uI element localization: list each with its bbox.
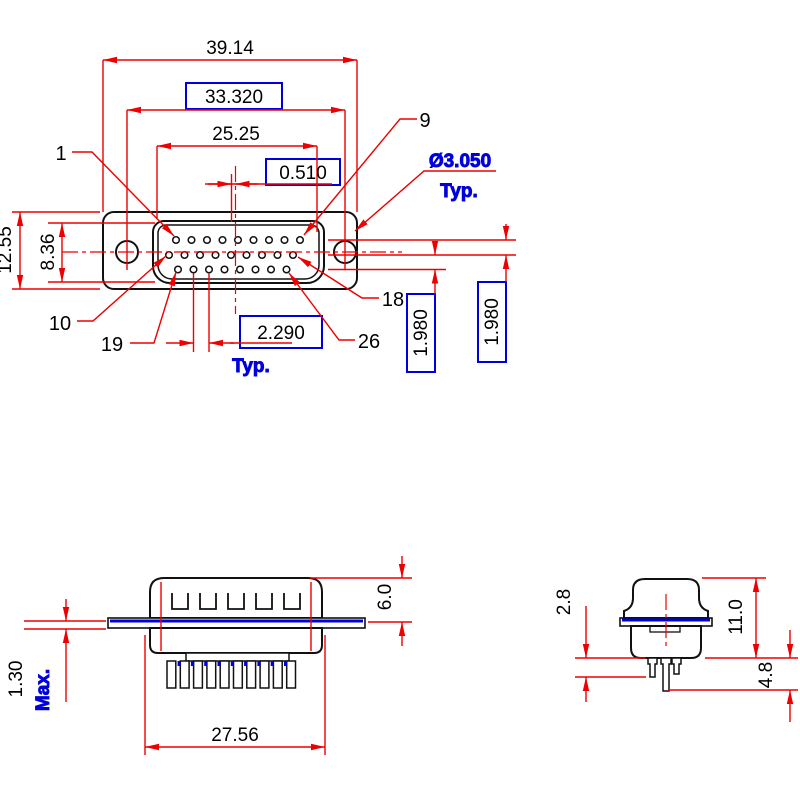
rear-pin-highlight bbox=[270, 661, 274, 666]
pin-contact bbox=[233, 235, 243, 245]
leader-pin-9 bbox=[303, 118, 417, 236]
side-pin-comb bbox=[166, 660, 297, 689]
pin-contact bbox=[171, 235, 181, 245]
side-view bbox=[107, 577, 366, 689]
leader-pin-26 bbox=[288, 272, 355, 341]
end-insert-step bbox=[649, 625, 681, 633]
dim-flange-height: 12.55 bbox=[0, 226, 16, 274]
shell-slots bbox=[171, 593, 301, 610]
leader-pin-19 bbox=[130, 271, 177, 344]
rear-pin-highlight bbox=[190, 661, 195, 666]
dim-row-offset: 0.510 bbox=[279, 163, 327, 184]
row-offset-box bbox=[265, 158, 341, 186]
pin-contact bbox=[202, 235, 212, 245]
annotations: 39.14 33.320 25.25 0.510 2.290 12.55 8.3… bbox=[0, 38, 777, 746]
pin-contact bbox=[282, 265, 291, 274]
side-insulator-step bbox=[185, 652, 290, 662]
dim-row-pitch-left: 1.980 bbox=[411, 309, 432, 357]
pin-contact bbox=[280, 235, 289, 245]
end-pin-right bbox=[671, 657, 682, 675]
pin-contact bbox=[180, 250, 189, 260]
dim-shell-height: 6.0 bbox=[375, 584, 396, 610]
end-pin-left bbox=[647, 657, 658, 678]
d-shell-inner bbox=[157, 224, 320, 280]
solder-pin bbox=[285, 660, 297, 689]
pin-contact bbox=[187, 235, 196, 245]
pin-contact bbox=[164, 250, 174, 260]
solder-pin bbox=[232, 660, 244, 689]
solder-pin bbox=[179, 660, 190, 689]
pin-pitch-note: Typ. bbox=[232, 356, 270, 377]
solder-pin bbox=[166, 660, 177, 689]
dim-insert-height: 8.36 bbox=[38, 234, 59, 271]
pin-contact bbox=[251, 265, 260, 274]
side-shell bbox=[149, 577, 323, 619]
dim-total-height: 11.0 bbox=[726, 599, 747, 635]
solder-pin bbox=[192, 660, 204, 689]
leader-hole-diameter bbox=[354, 170, 496, 232]
side-body bbox=[149, 627, 323, 654]
dim-hole-spacing: 33.320 bbox=[205, 87, 263, 108]
pin-label-1: 1 bbox=[55, 143, 66, 165]
solder-pin bbox=[246, 660, 257, 689]
pin-contact bbox=[249, 235, 258, 245]
row-pitch-left-box bbox=[406, 293, 436, 373]
pin-label-19: 19 bbox=[101, 334, 123, 356]
pin-contact bbox=[226, 250, 236, 260]
front-view-dimensions bbox=[12, 56, 516, 352]
solder-pin bbox=[259, 660, 270, 689]
dim-overall-width: 39.14 bbox=[206, 38, 254, 59]
end-pin-center bbox=[660, 657, 672, 692]
hole-diameter-note: Typ. bbox=[440, 181, 478, 202]
dim-insert-width: 25.25 bbox=[212, 124, 260, 145]
side-view-dimensions bbox=[24, 556, 412, 755]
end-view-dimensions bbox=[575, 577, 798, 722]
pin-contact bbox=[189, 265, 198, 274]
pin-contact bbox=[211, 250, 220, 260]
pin-label-10: 10 bbox=[49, 313, 71, 335]
dim-row-pitch-right: 1.980 bbox=[482, 298, 503, 346]
pin-contact bbox=[173, 265, 183, 274]
pin-contact bbox=[273, 250, 282, 260]
dim-body-width: 27.56 bbox=[211, 725, 259, 746]
dim-flange-thickness: 1.30 bbox=[6, 661, 27, 698]
rear-pin-highlight bbox=[177, 661, 181, 666]
dim-pin-pitch: 2.290 bbox=[257, 323, 305, 344]
pin-contact bbox=[204, 265, 214, 274]
pin-label-26: 26 bbox=[358, 331, 380, 353]
leader-pin-1 bbox=[72, 151, 175, 237]
pin-contact bbox=[218, 235, 227, 245]
pin-contact bbox=[264, 235, 274, 245]
pin-contact bbox=[195, 250, 205, 260]
pin-contact bbox=[220, 265, 229, 274]
pin-label-18: 18 bbox=[382, 289, 404, 311]
solder-pin bbox=[219, 660, 230, 689]
rear-pin-highlight bbox=[284, 661, 288, 666]
rear-pin-highlight bbox=[204, 661, 208, 666]
leader-pin-18 bbox=[297, 256, 379, 299]
rear-pin-highlight bbox=[217, 661, 221, 666]
leader-pin-10 bbox=[77, 255, 167, 322]
rear-pin-highlight bbox=[257, 661, 261, 666]
dim-pin-short: 2.8 bbox=[554, 589, 575, 615]
dim-pin-long: 4.8 bbox=[756, 662, 777, 688]
dim-hole-diameter: Ø3.050 bbox=[429, 151, 491, 172]
pin-contact bbox=[242, 250, 251, 260]
pin-contact bbox=[295, 235, 305, 245]
rear-pin-highlight bbox=[230, 661, 234, 666]
solder-pin bbox=[206, 660, 217, 689]
pin-contact bbox=[266, 265, 276, 274]
row-pitch-right-box bbox=[477, 281, 507, 363]
pin-contact bbox=[288, 250, 298, 260]
flange-thickness-note: Max. bbox=[33, 669, 54, 711]
pin-contact bbox=[235, 265, 245, 274]
solder-pin bbox=[272, 660, 283, 689]
pin-contact bbox=[257, 250, 267, 260]
rear-pin-highlight bbox=[244, 661, 248, 666]
pin-label-9: 9 bbox=[419, 110, 430, 132]
